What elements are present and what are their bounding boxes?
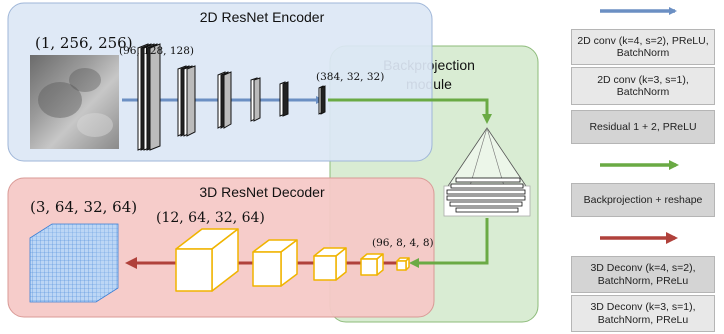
decoder-cubes [175, 228, 410, 292]
input-xray-image [30, 55, 119, 149]
legend-residual: Residual 1 + 2, PReLU [571, 110, 715, 144]
legend-item-3-line1: Residual 1 + 2, PReLU [589, 120, 697, 133]
encoder-feature-maps [137, 43, 326, 151]
feature-map-stack-3 [217, 71, 232, 129]
feature-map-stack-5 [279, 81, 289, 117]
legend-item-2-line1: 2D conv (k=3, s=1), [597, 73, 689, 86]
encoder-input-shape: (1, 256, 256) [35, 34, 133, 52]
decoder-input-arrow [409, 218, 489, 268]
encoder-title: 2D ResNet Encoder [200, 9, 325, 25]
feature-map-stack-6 [318, 85, 326, 115]
feature-map-stack-2 [177, 65, 196, 137]
cube-2 [252, 239, 298, 287]
output-volume-mesh [29, 223, 119, 303]
legend-backprojection: Backprojection + reshape [571, 183, 715, 217]
legend-3d-deconv-stride2: 3D Deconv (k=4, s=2), BatchNorm, PReLu [571, 256, 715, 293]
decoder-title: 3D ResNet Decoder [199, 184, 325, 200]
legend-item-6-line1: 3D Deconv (k=3, s=1), [590, 301, 696, 314]
legend-3d-deconv-stride1: 3D Deconv (k=3, s=1), BatchNorm, PReLu [571, 295, 715, 332]
legend-item-6-line2: BatchNorm, PReLu [597, 313, 689, 326]
legend-item-4-line1: Backprojection + reshape [583, 193, 703, 206]
encoder-shape-after-first: (96, 128, 128) [119, 45, 194, 57]
legend-item-5-line2: BatchNorm, PReLu [597, 274, 689, 287]
legend-item-5-line1: 3D Deconv (k=4, s=2), [590, 262, 696, 275]
backprojection-input-arrow [328, 98, 492, 124]
legend-2d-conv-stride1: 2D conv (k=3, s=1), BatchNorm [571, 67, 715, 105]
legend-2d-conv-stride2: 2D conv (k=4, s=2), PReLU, BatchNorm [571, 29, 715, 65]
feature-map-stack-1 [137, 43, 161, 151]
cube-1 [175, 228, 239, 292]
encoder-shape-out: (384, 32, 32) [316, 71, 384, 83]
decoder-shape-after-first: (12, 64, 32, 64) [156, 210, 265, 226]
cube-3 [313, 247, 347, 281]
cube-4 [360, 253, 384, 276]
backprojection-pyramid [443, 127, 531, 217]
feature-map-stack-4 [250, 77, 261, 122]
decoder-output-shape: (3, 64, 32, 64) [30, 198, 137, 216]
decoder-shape-in: (96, 8, 4, 8) [372, 237, 434, 249]
legend-item-2-line2: BatchNorm [616, 86, 670, 98]
cube-5 [396, 257, 410, 271]
legend-item-1-line1: 2D conv (k=4, s=2), PReLU, [577, 34, 709, 47]
legend-item-1-line2: BatchNorm [616, 47, 670, 59]
